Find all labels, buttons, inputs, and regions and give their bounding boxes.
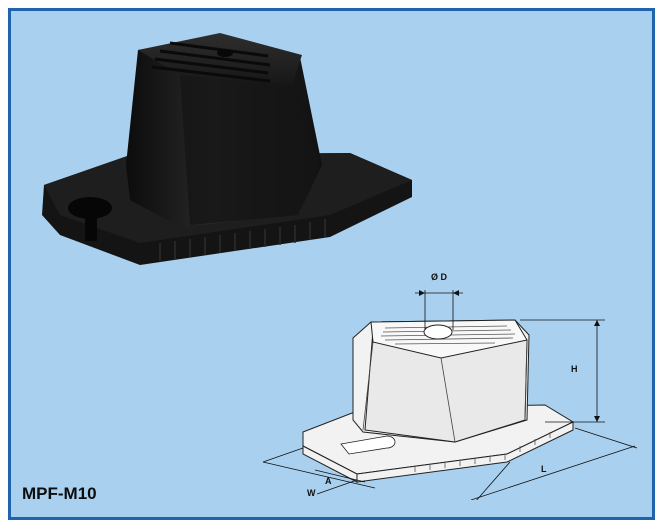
slot-dimension-label: A (325, 476, 332, 486)
model-label: MPF-M10 (22, 484, 97, 503)
bore-dimension-label: Ø D (431, 272, 448, 282)
mount-photo-icon (42, 33, 412, 265)
length-dimension-label: L (541, 464, 547, 474)
height-dimension-label: H (571, 364, 578, 374)
mount-drawing-icon: Ø D H L W A (262, 272, 638, 500)
width-dimension-label: W (307, 488, 316, 498)
